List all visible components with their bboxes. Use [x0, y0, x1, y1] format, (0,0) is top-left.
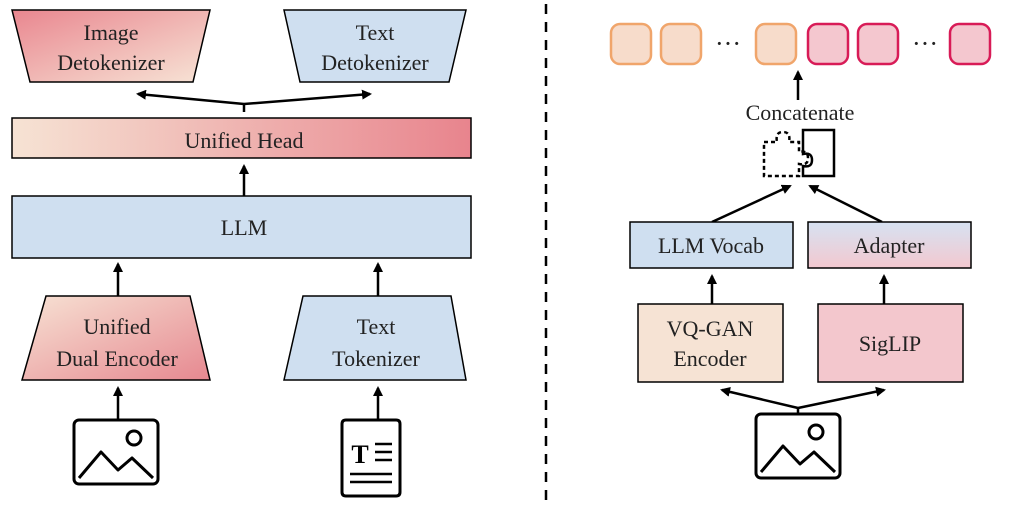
concatenate-label: Concatenate — [746, 100, 855, 125]
vqgan-line2: Encoder — [673, 346, 747, 371]
adapter-block: Adapter — [807, 221, 972, 269]
image-to-encoders-arrows — [720, 386, 886, 416]
puzzle-icon — [762, 128, 836, 178]
svg-text:T: T — [351, 440, 368, 469]
text-tokenizer: Text Tokenizer — [283, 295, 467, 381]
token-orange — [754, 22, 798, 66]
token-row: ··· ··· — [609, 22, 992, 66]
vocab-to-concat-arrow — [711, 184, 792, 224]
unified-head: Unified Head — [11, 117, 472, 159]
text-detokenizer-line1: Text — [356, 20, 395, 45]
token-red — [806, 22, 850, 66]
text-tokenizer-line1: Text — [357, 314, 396, 339]
siglip-label: SigLIP — [859, 331, 921, 356]
token-ellipsis: ··· — [715, 29, 741, 58]
token-orange — [609, 22, 653, 66]
image-icon — [754, 412, 842, 480]
unified-head-label: Unified Head — [184, 128, 303, 153]
text-detokenizer-line2: Detokenizer — [321, 50, 429, 75]
token-orange — [659, 22, 703, 66]
image-detokenizer-line1: Image — [84, 20, 139, 45]
llm-block: LLM — [11, 195, 472, 259]
llm-label: LLM — [221, 215, 267, 240]
image-detokenizer-line2: Detokenizer — [57, 50, 165, 75]
llm-vocab-block: LLM Vocab — [629, 221, 794, 269]
adapter-label: Adapter — [854, 233, 926, 258]
text-document-icon: T — [340, 418, 402, 498]
token-red — [856, 22, 900, 66]
dual-encoder-line1: Unified — [83, 314, 150, 339]
dual-encoder-line2: Dual Encoder — [56, 346, 178, 371]
image-detokenizer: Image Detokenizer — [11, 9, 211, 83]
token-red — [948, 22, 992, 66]
siglip-block: SigLIP — [817, 303, 964, 383]
text-detokenizer: Text Detokenizer — [283, 9, 467, 83]
text-tokenizer-line2: Tokenizer — [332, 346, 420, 371]
head-to-detokenizers-arrows — [136, 89, 372, 112]
adapter-to-concat-arrow — [808, 184, 883, 224]
unified-dual-encoder: Unified Dual Encoder — [21, 295, 211, 381]
vqgan-line1: VQ-GAN — [667, 316, 754, 341]
vqgan-encoder-block: VQ-GAN Encoder — [637, 303, 784, 383]
image-icon — [72, 418, 160, 486]
token-ellipsis: ··· — [912, 29, 938, 58]
llm-vocab-label: LLM Vocab — [658, 233, 764, 258]
